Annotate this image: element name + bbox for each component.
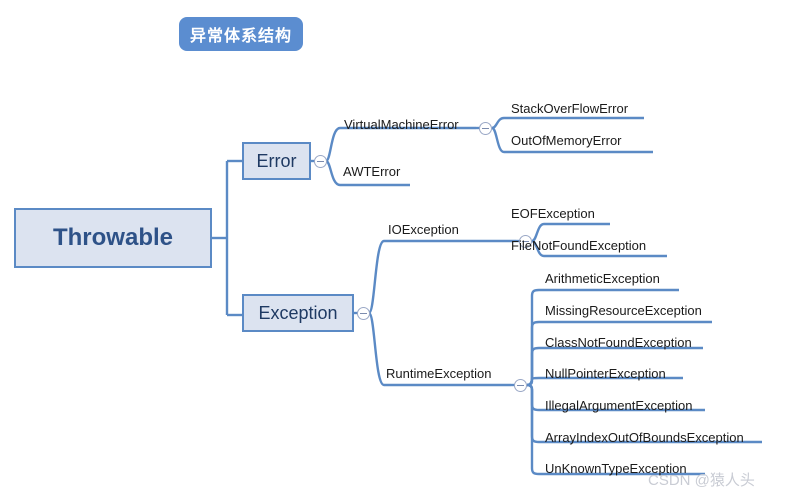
diagram-title-badge: 异常体系结构: [179, 17, 303, 51]
collapse-toggle-virtualmachineerror[interactable]: [479, 122, 492, 135]
node-illegalargumentexception[interactable]: IllegalArgumentException: [545, 398, 693, 413]
node-virtualmachineerror[interactable]: VirtualMachineError: [344, 117, 459, 132]
node-runtimeexception[interactable]: RuntimeException: [386, 366, 492, 381]
node-classnotfoundexception[interactable]: ClassNotFoundException: [545, 335, 692, 350]
node-arithmeticexception[interactable]: ArithmeticException: [545, 271, 660, 286]
node-stackoverflowerror[interactable]: StackOverFlowError: [511, 101, 629, 116]
node-arrayindexoutofboundsexception[interactable]: ArrayIndexOutOfBoundsException: [545, 430, 744, 445]
node-error[interactable]: Error: [242, 142, 311, 180]
node-eofexception[interactable]: EOFException: [511, 206, 595, 221]
node-exception[interactable]: Exception: [242, 294, 354, 332]
collapse-toggle-ioexception[interactable]: [519, 235, 532, 248]
node-missingresourceexception[interactable]: MissingResourceException: [545, 303, 702, 318]
csdn-watermark: CSDN @猿人头: [648, 472, 755, 489]
node-throwable[interactable]: Throwable: [14, 208, 212, 268]
node-outofmemoryerror[interactable]: OutOfMemoryError: [511, 133, 622, 148]
collapse-toggle-error[interactable]: [314, 155, 327, 168]
node-ioexception[interactable]: IOException: [388, 222, 459, 237]
collapse-toggle-runtimeexception[interactable]: [514, 379, 527, 392]
node-filenotfoundexception[interactable]: FileNotFoundException: [511, 238, 647, 253]
node-unknowntypeexception[interactable]: UnKnownTypeException: [545, 461, 687, 476]
node-nullpointerexception[interactable]: NullPointerException: [545, 366, 666, 381]
node-awterror[interactable]: AWTError: [343, 164, 401, 179]
collapse-toggle-exception[interactable]: [357, 307, 370, 320]
